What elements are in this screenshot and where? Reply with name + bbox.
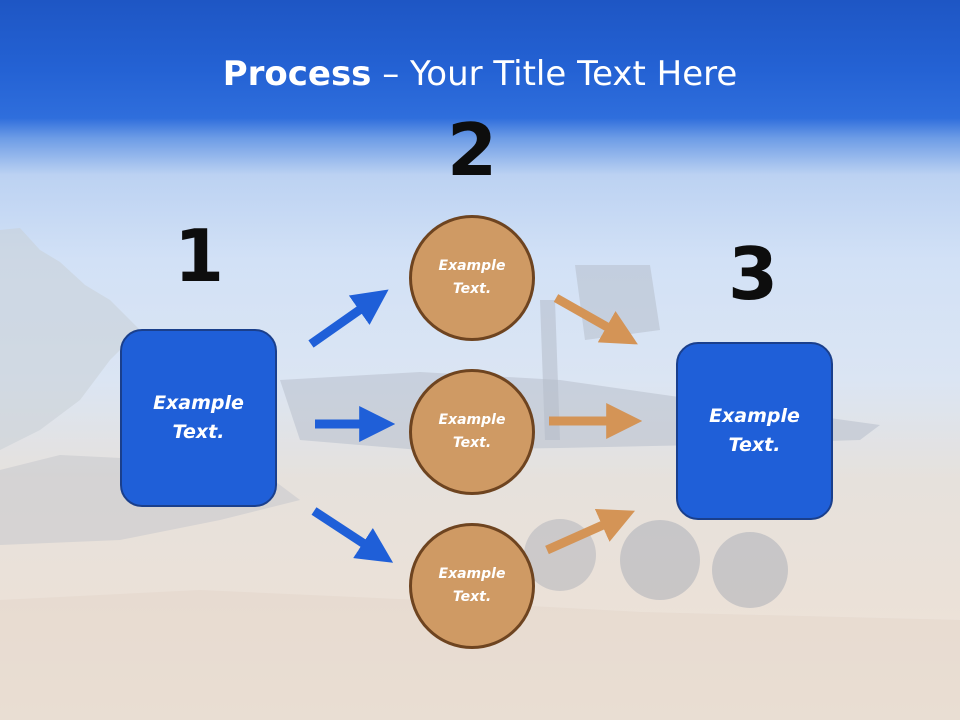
step-2-circle-bottom[interactable]: Example Text.: [409, 523, 535, 649]
slide-title: Process – Your Title Text Here: [0, 52, 960, 96]
step-number-3: 3: [727, 232, 779, 316]
step-2-circle-top[interactable]: Example Text.: [409, 215, 535, 341]
arrow-bottom-to-3: [545, 508, 636, 555]
arrow-1-to-top: [308, 289, 389, 348]
step-2-circle-top-text: Example Text.: [438, 258, 506, 297]
step-3-box[interactable]: Example Text.: [676, 342, 833, 520]
step-number-1: 1: [173, 214, 225, 298]
arrow-top-to-3: [553, 294, 638, 345]
title-bold: Process: [222, 54, 372, 94]
step-1-text: Example Text.: [153, 392, 244, 443]
step-1-box[interactable]: Example Text.: [120, 329, 277, 507]
step-2-circle-bottom-text: Example Text.: [438, 566, 506, 605]
step-3-text: Example Text.: [709, 405, 800, 456]
title-rest: – Your Title Text Here: [371, 54, 738, 94]
step-number-2: 2: [446, 108, 498, 192]
step-2-circle-middle-text: Example Text.: [438, 412, 506, 451]
arrow-1-to-bottom: [311, 507, 394, 563]
step-2-circle-middle[interactable]: Example Text.: [409, 369, 535, 495]
